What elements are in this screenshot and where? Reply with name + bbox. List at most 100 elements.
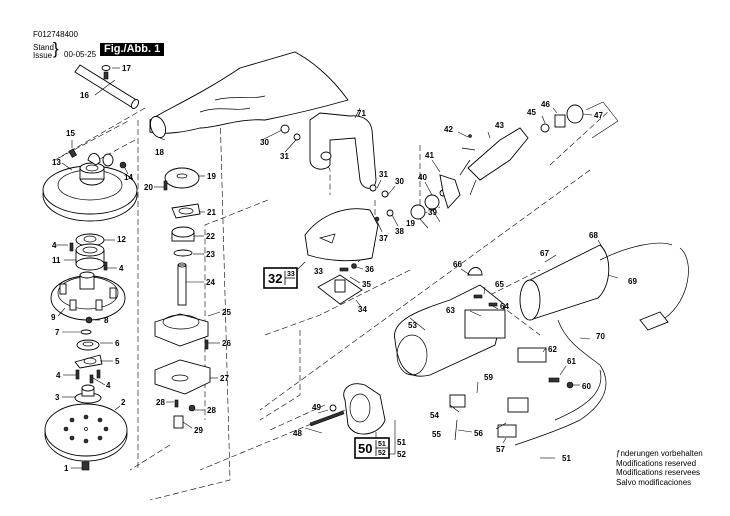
part-label-27: 27	[220, 374, 229, 383]
part-label-22: 22	[206, 232, 215, 241]
part-label-30a: 30	[260, 138, 269, 147]
part-label-57: 57	[496, 445, 505, 454]
part-label-39: 39	[428, 208, 437, 217]
part-label-11: 11	[52, 256, 61, 265]
part-label-26: 26	[222, 339, 231, 348]
part-label-2: 2	[121, 398, 126, 407]
part-gear-column	[163, 167, 201, 306]
part-label-42: 42	[444, 125, 453, 134]
part-label-7: 7	[55, 328, 60, 337]
part-label-16: 16	[80, 91, 89, 100]
part-motor-housing	[394, 284, 506, 377]
part-field-stator	[309, 383, 386, 435]
part-label-71: 71	[357, 109, 366, 118]
part-label-6: 6	[115, 339, 120, 348]
part-base-housing	[42, 148, 138, 222]
part-label-47: 47	[594, 111, 603, 120]
part-switch-assembly	[449, 267, 574, 441]
assembly-subpart-33: 33	[287, 271, 295, 278]
part-label-35: 35	[362, 280, 371, 289]
part-label-12: 12	[117, 235, 126, 244]
assembly-box-32: 32 33	[263, 261, 306, 289]
part-label-55: 55	[432, 430, 441, 439]
part-label-51a: 51	[397, 438, 406, 447]
part-label-33: 33	[314, 267, 323, 276]
part-label-29: 29	[194, 426, 203, 435]
assembly-guide-lines	[54, 107, 611, 501]
figure-label: Fig./Abb. 1	[100, 43, 165, 56]
part-dust-bag	[149, 51, 349, 139]
part-label-60: 60	[582, 382, 591, 391]
part-label-43: 43	[495, 121, 504, 130]
part-side-handle	[280, 112, 389, 198]
part-label-23: 23	[206, 250, 215, 259]
part-label-45: 45	[527, 108, 536, 117]
part-label-46: 46	[541, 100, 550, 109]
part-label-19a: 19	[207, 172, 216, 181]
part-label-61: 61	[567, 357, 576, 366]
stand-label: Stand	[33, 43, 54, 52]
part-label-68: 68	[589, 231, 598, 240]
part-label-65: 65	[495, 280, 504, 289]
issue-date: 00-05-25	[64, 50, 97, 59]
part-label-13: 13	[52, 158, 61, 167]
brace-symbol: }	[53, 39, 59, 58]
part-gear-housing	[154, 313, 211, 429]
part-label-19b: 19	[406, 219, 415, 228]
part-label-8: 8	[104, 316, 109, 325]
part-label-62: 62	[548, 345, 557, 354]
part-label-28a: 28	[156, 398, 165, 407]
part-label-25: 25	[222, 308, 231, 317]
part-label-41: 41	[425, 151, 434, 160]
part-label-53: 53	[408, 321, 417, 330]
part-power-cord	[514, 242, 689, 446]
part-label-31b: 31	[379, 170, 388, 179]
part-label-37: 37	[379, 234, 388, 243]
part-label-28b: 28	[207, 406, 216, 415]
part-label-69: 69	[628, 277, 637, 286]
part-label-59: 59	[484, 373, 493, 382]
part-label-38: 38	[395, 227, 404, 236]
modifications-en: Modifications reserved	[616, 458, 697, 468]
part-label-14: 14	[124, 173, 133, 182]
part-pad-hub	[74, 384, 102, 404]
assembly-number-50: 50	[358, 441, 372, 456]
assembly-number-32: 32	[268, 271, 282, 286]
part-label-67: 67	[540, 249, 549, 258]
part-label-70: 70	[596, 332, 605, 341]
part-gear-cover	[304, 208, 394, 305]
part-label-9: 9	[51, 313, 56, 322]
part-label-20: 20	[144, 183, 153, 192]
part-label-49: 49	[312, 403, 321, 412]
part-label-17: 17	[122, 64, 131, 73]
document-number: F012748400	[33, 30, 78, 39]
part-label-48: 48	[293, 429, 302, 438]
part-label-1: 1	[64, 464, 69, 473]
part-label-24: 24	[206, 278, 215, 287]
modifications-fr: Modifications reservees	[616, 468, 701, 477]
part-label-30b: 30	[395, 177, 404, 186]
part-fan	[50, 271, 126, 321]
part-label-54: 54	[430, 411, 439, 420]
part-label-66: 66	[453, 260, 462, 269]
part-label-31a: 31	[280, 152, 289, 161]
part-label-18: 18	[155, 148, 164, 157]
part-label-15: 15	[66, 129, 75, 138]
modifications-notice: ƒnderungen vorbehalten Modifications res…	[616, 449, 703, 487]
part-orbital-bearing-stack	[74, 316, 103, 384]
part-label-56: 56	[474, 429, 483, 438]
part-label-36: 36	[365, 265, 374, 274]
part-motor-cap	[519, 244, 610, 321]
part-armature	[410, 104, 584, 220]
assembly-subpart-51: 51	[378, 441, 386, 448]
part-label-34: 34	[358, 305, 367, 314]
part-label-3: 3	[55, 393, 60, 402]
part-labels: 17 16 15 13 14 18 12 4 11 4 9 8 7 6 5 4 …	[51, 64, 637, 473]
part-label-51b: 51	[562, 454, 571, 463]
part-sanding-pad	[44, 403, 128, 471]
part-label-4a: 4	[52, 241, 57, 250]
part-label-64: 64	[500, 302, 509, 311]
part-label-52: 52	[397, 450, 406, 459]
part-label-40: 40	[418, 173, 427, 182]
